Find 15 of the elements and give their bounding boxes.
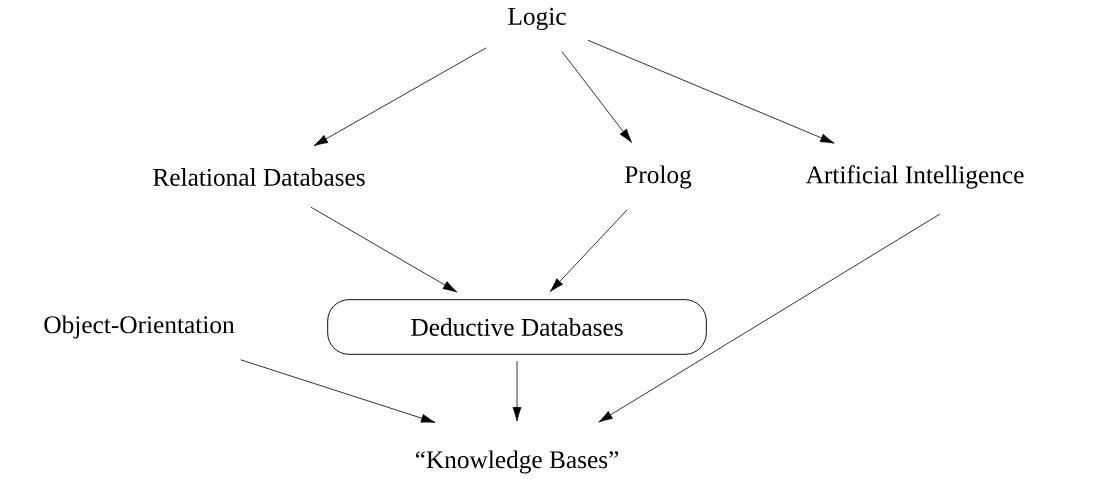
label-text: Object-Orientation: [44, 315, 235, 339]
label-text: Logic: [508, 7, 566, 31]
label-text: Relational Databases: [153, 168, 365, 186]
arrow: [598, 213, 941, 423]
arrow: [313, 47, 487, 147]
arrow: [310, 206, 458, 293]
arrow: [549, 209, 628, 292]
label-text: Prolog: [624, 165, 692, 189]
arrow: [587, 39, 835, 144]
arrow: [512, 360, 522, 422]
rounded-box: Deductive Databases: [327, 299, 707, 355]
arrow: [561, 51, 632, 143]
label-text: Artificial Intelligence: [805, 165, 1024, 189]
arrow: [240, 359, 436, 423]
label-text: “Knowledge Bases”: [415, 450, 619, 474]
